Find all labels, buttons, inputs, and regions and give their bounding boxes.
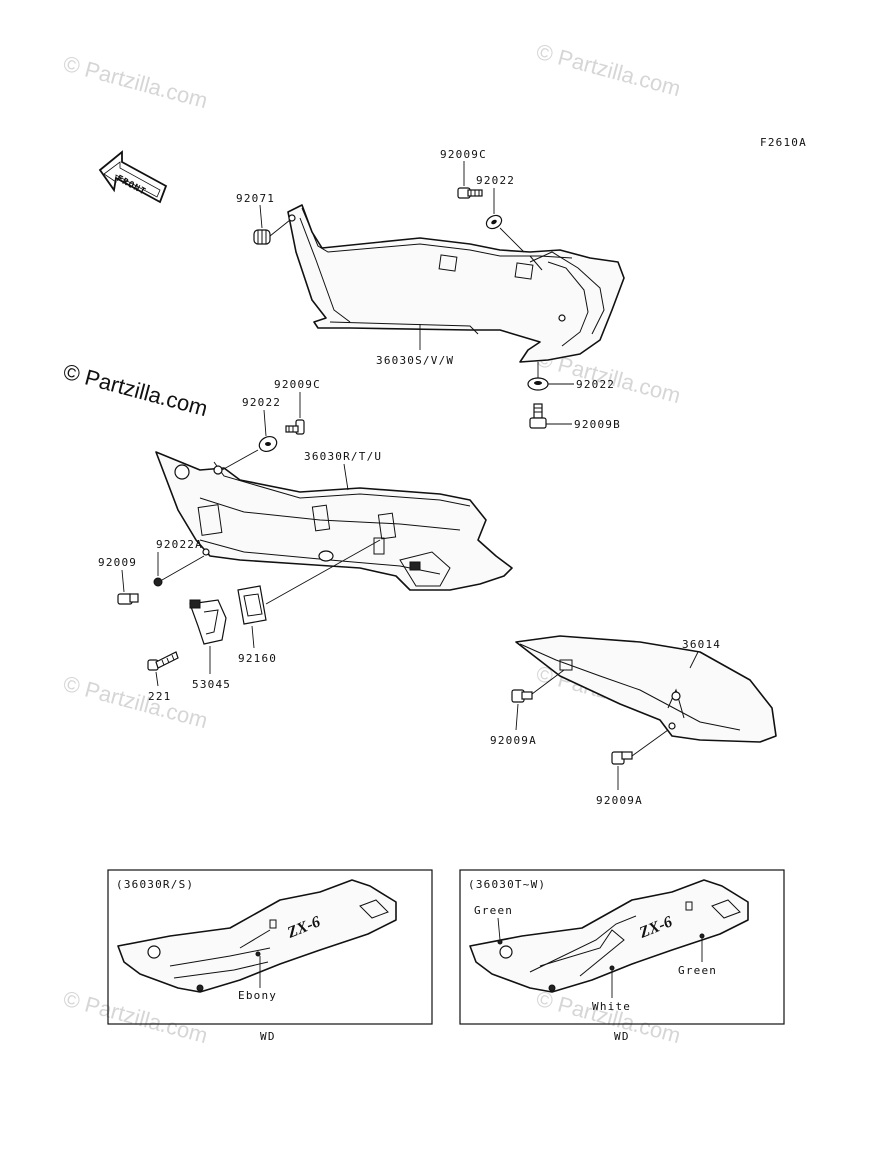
bolt-92009C-mid: [285, 419, 305, 435]
label-92022-right: 92022: [576, 378, 615, 391]
side-cover-lower: [155, 451, 513, 591]
label-53045: 53045: [192, 678, 231, 691]
figure-code: F2610A: [760, 136, 807, 149]
label-92009C-mid: 92009C: [274, 378, 321, 391]
inset-right-color-3: White: [592, 1000, 631, 1013]
main-watermark: © Partzilla.com: [61, 359, 211, 422]
washer-92022-right: [527, 362, 549, 391]
watermark: © Partzilla.com: [534, 39, 684, 102]
washer-92022-mid: [221, 436, 278, 471]
label-92022-mid: 92022: [242, 396, 281, 409]
washer-92022A: [153, 555, 205, 587]
label-92009: 92009: [98, 556, 137, 569]
inset-right-title: (36030T~W): [468, 878, 546, 891]
inset-right: (36030T~W) ZX-6 Green Green White WD: [459, 869, 785, 1043]
label-36030RTU: 36030R/T/U: [304, 450, 382, 463]
label-36030SVW: 36030S/V/W: [376, 354, 454, 367]
bolt-92009A-2: [611, 729, 669, 765]
bolt-92009: [117, 593, 139, 605]
label-92071: 92071: [236, 192, 275, 205]
side-cover-upper: [287, 204, 625, 363]
bolt-92009C-top: [457, 187, 483, 199]
inset-right-frame: [459, 869, 785, 1025]
watermark: © Partzilla.com: [61, 986, 211, 1049]
label-92160: 92160: [238, 652, 277, 665]
side-fin-36014: [515, 635, 777, 743]
inset-right-footer: WD: [614, 1030, 630, 1043]
inset-left-footer: WD: [260, 1030, 276, 1043]
inset-left-title: (36030R/S): [116, 878, 194, 891]
label-92022-top: 92022: [476, 174, 515, 187]
label-92009A-2: 92009A: [596, 794, 643, 807]
bolt-92009A-1: [511, 669, 565, 703]
watermark: © Partzilla.com: [61, 51, 211, 114]
label-221: 221: [148, 690, 171, 703]
clip-53045: [189, 599, 227, 645]
watermark: © Partzilla.com: [534, 986, 684, 1049]
inset-right-color-1: Green: [474, 904, 513, 917]
inset-left-color: Ebony: [238, 989, 277, 1002]
label-92022A: 92022A: [156, 538, 203, 551]
grommet-92160: [237, 539, 381, 625]
inset-left-frame: [107, 869, 433, 1025]
inset-right-color-2: Green: [678, 964, 717, 977]
grommet-92071: [253, 219, 291, 245]
label-92009A-1: 92009A: [490, 734, 537, 747]
watermark: © Partzilla.com: [61, 671, 211, 734]
label-92009C-top: 92009C: [440, 148, 487, 161]
label-36014: 36014: [682, 638, 721, 651]
front-arrow-icon: FRONT: [98, 150, 168, 204]
washer-92022-top: [485, 214, 525, 253]
screw-221: [147, 651, 179, 671]
inset-left: (36030R/S) ZX-6 Ebony WD: [107, 869, 433, 1043]
label-92009B: 92009B: [574, 418, 621, 431]
bolt-92009B: [529, 403, 547, 429]
